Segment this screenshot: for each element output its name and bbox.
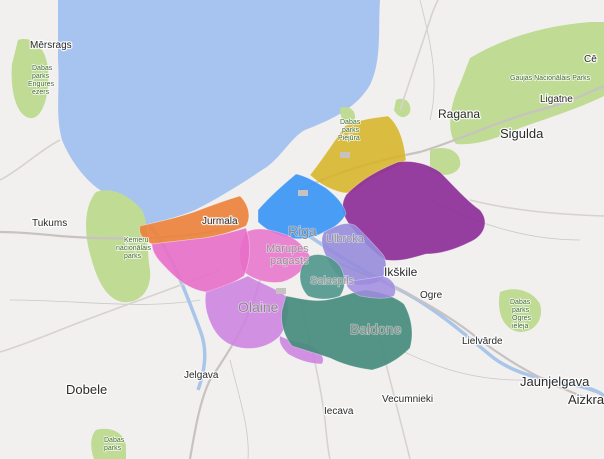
label-marupe-2: pagasts xyxy=(270,255,309,267)
label-park-ogres-2: parks xyxy=(512,307,530,314)
district-border-2 xyxy=(379,339,604,397)
label-marupe-1: Mārupes xyxy=(266,243,309,255)
label-ulbroka: Ulbroka xyxy=(326,233,365,245)
road-west-coast xyxy=(0,139,61,181)
park-engures xyxy=(11,39,49,119)
label-aizkraukle: Aizkra xyxy=(568,392,604,407)
label-park-kemeru-3: parks xyxy=(124,253,142,260)
road-shield-2 xyxy=(276,288,286,294)
label-olaine: Olaine xyxy=(238,299,279,315)
park-small-1 xyxy=(394,98,411,118)
park-south xyxy=(91,428,126,459)
label-dobele: Dobele xyxy=(66,382,107,397)
label-sigulda: Sigulda xyxy=(500,126,544,141)
label-ligatne: Ligatne xyxy=(540,94,573,105)
label-jaunjelgava: Jaunjelgava xyxy=(520,374,590,389)
gulf-of-riga xyxy=(58,0,380,226)
label-park-ogres-1: Dabas xyxy=(510,299,531,306)
label-jelgava: Jelgava xyxy=(184,370,219,381)
label-park-piejura-1: Dabas xyxy=(340,119,361,126)
park-kemeru xyxy=(86,190,151,303)
label-park-kemeru-2: nacionālais xyxy=(116,245,152,252)
label-park-gauja: Gaujas Nacionālais Parks xyxy=(510,75,591,82)
district-border-3 xyxy=(229,359,249,459)
road-a9 xyxy=(0,269,221,353)
region-baldone xyxy=(281,289,413,371)
road-shield-3 xyxy=(340,152,350,158)
label-salaspils: Salaspils xyxy=(310,275,355,287)
road-shield-1 xyxy=(298,190,308,196)
label-park-kemeru-1: Ķemeru xyxy=(124,237,149,244)
label-park-ogres-4: ieleja xyxy=(512,323,528,330)
label-tukums: Tukums xyxy=(32,218,67,229)
label-park-south-1: Dabas xyxy=(104,437,125,444)
park-gauja-2 xyxy=(430,147,461,175)
label-mersrags: Mērsrags xyxy=(30,40,72,51)
district-border-1 xyxy=(9,299,201,305)
park-ogres-ieleja xyxy=(498,289,542,332)
road-north xyxy=(399,0,439,111)
label-jurmala: Jurmala xyxy=(202,216,238,227)
label-park-engures-2: parks xyxy=(32,73,50,80)
label-iecava: Iecava xyxy=(324,406,354,417)
region-saulkrasti xyxy=(309,115,407,194)
label-park-engures-1: Dabas xyxy=(32,65,53,72)
region-salaspils xyxy=(299,254,345,300)
label-ragana: Ragana xyxy=(438,107,480,121)
label-ikskile: Ikškile xyxy=(384,265,418,279)
region-ikskile xyxy=(345,275,396,299)
label-baldone: Baldone xyxy=(350,321,402,337)
label-lielvarde: Lielvārde xyxy=(462,336,503,347)
label-park-engures-4: ezers xyxy=(32,89,50,96)
label-park-piejura-2: parks xyxy=(342,127,360,134)
road-east xyxy=(469,199,604,217)
park-small-2 xyxy=(340,106,356,125)
label-park-piejura-3: Piejūra xyxy=(338,135,360,142)
park-gauja xyxy=(450,22,604,145)
label-riga: Riga xyxy=(288,223,317,239)
region-west-pink xyxy=(151,227,250,293)
label-vecumnieki: Vecumnieki xyxy=(382,394,433,405)
label-park-south-2: parks xyxy=(104,445,122,452)
label-park-ogres-3: Ogres xyxy=(512,315,532,322)
label-ogre: Ogre xyxy=(420,290,443,301)
label-cesis: Cē xyxy=(584,54,597,65)
district-border-5 xyxy=(419,0,435,121)
label-park-engures-3: Engures xyxy=(28,81,55,88)
